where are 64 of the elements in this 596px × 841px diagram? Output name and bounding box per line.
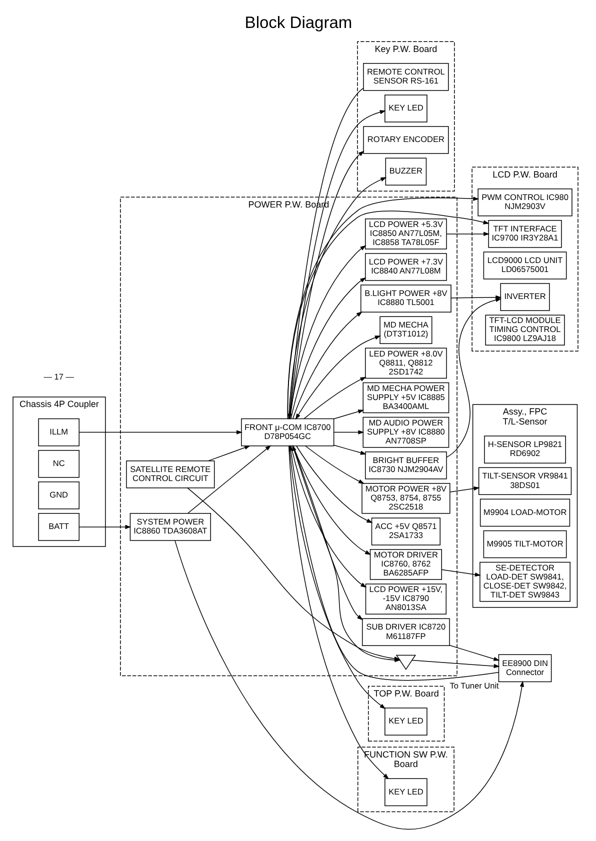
node-box: SUB DRIVER IC8720 M61187FP	[361, 618, 450, 646]
node-box: LED POWER +8.0V Q8811, Q8812 2SD1742	[364, 348, 446, 379]
node-box: M9905 TILT-MOTOR	[482, 530, 566, 558]
node-box: LCD POWER +5.3V IC8850 AN77L05M, IC8858 TA78L05F	[364, 218, 446, 250]
node-box: SYSTEM POWER IC8860 TDA3608AT	[129, 513, 210, 541]
label: — 17 —	[43, 372, 74, 382]
arrow	[449, 486, 480, 492]
node-box: ROTARY ENCODER	[362, 126, 448, 154]
node-box: LCD POWER +7.3V IC8840 AN77L08M	[364, 253, 446, 281]
node-box: LCD9000 LCD UNIT LD06575001	[482, 252, 566, 280]
node-box: ACC +5V Q8571 2SA1733	[370, 518, 440, 546]
node-label: To Tuner Unit	[449, 681, 498, 690]
node-box: KEY LED	[384, 708, 427, 736]
arrow	[186, 488, 400, 661]
arrow	[78, 430, 242, 434]
node-box: MD AUDIO POWER SUPPLY +8V IC8880 AN7708SP	[362, 416, 449, 448]
diagram-title: Block Diagram	[244, 12, 352, 32]
arrow	[303, 376, 366, 419]
arrow	[333, 430, 364, 434]
arrow	[448, 644, 500, 661]
node-box: REMOTE CONTROL SENSOR RS-161	[362, 63, 448, 91]
node-box: BUZZER	[384, 158, 426, 186]
node-box: PWM CONTROL IC980 NJM2903V	[477, 188, 572, 216]
node-box: MOTOR POWER +8V Q8753, 8754, 8755 2SC2518	[361, 483, 450, 514]
node-box: TILT-SENSOR VR9841 38DS01	[478, 467, 572, 496]
node-box: M9904 LOAD-MOTOR	[479, 498, 570, 527]
arrow	[288, 110, 386, 419]
node-box: EE8900 DIN Connector	[498, 654, 552, 682]
arrow	[186, 445, 271, 514]
node-box: TFT-LCD MODULE TIMING CONTROL IC9800 LZ9AJ18	[484, 314, 564, 346]
node-box: LCD POWER +15V, -15V IC8790 AN8013SA	[364, 584, 446, 614]
node-box: MD MECHA (DT3T1012)	[379, 316, 432, 344]
arrow	[294, 336, 380, 420]
arrow	[288, 245, 366, 420]
node-box: ILLM	[38, 418, 79, 446]
arrow	[290, 277, 366, 420]
arrow	[333, 444, 366, 455]
node-box: KEY LED	[384, 778, 427, 806]
arrow	[289, 150, 364, 419]
arrow	[333, 410, 364, 420]
node-box: MD MECHA POWER SUPPLY +5V IC8885 BA3400AML	[362, 382, 449, 414]
arrow	[304, 446, 364, 484]
node-box: INVERTER	[500, 283, 550, 311]
arrow	[440, 569, 480, 577]
node-box: BRIGHT BUFFER IC8730 NJM2904AV	[364, 451, 446, 480]
node-box: SATELLITE REMOTE CONTROL CIRCUIT	[126, 460, 214, 488]
node-box: B.LIGHT POWER +8V IC8880 TL5001	[360, 284, 451, 312]
node-box: BATT	[38, 513, 79, 541]
node-box: TFT INTERFACE IC9700 IR3Y28A1	[488, 220, 562, 248]
node-box: GND	[38, 482, 79, 510]
arrow	[446, 298, 502, 458]
node-box: H-SENSOR LP9821 RD6902	[484, 436, 566, 464]
node-box: NC	[38, 450, 79, 478]
node-box: MOTOR DRIVER IC8760, 8762 BA6285AFP	[369, 549, 442, 580]
node-box: KEY LED	[384, 94, 427, 122]
node-box: FRONT μ-COM IC8700 D78P054GC	[240, 418, 334, 446]
arrow	[446, 232, 490, 236]
node-box: SE-DETECTOR LOAD-DET SW9841, CLOSE-DET SW9842, TILT-DET SW9843	[479, 562, 570, 602]
arrow	[208, 446, 250, 462]
arrow	[174, 540, 524, 830]
arrow	[292, 311, 362, 419]
arrow	[411, 660, 500, 668]
arrow	[78, 524, 131, 530]
arrow	[296, 446, 372, 523]
